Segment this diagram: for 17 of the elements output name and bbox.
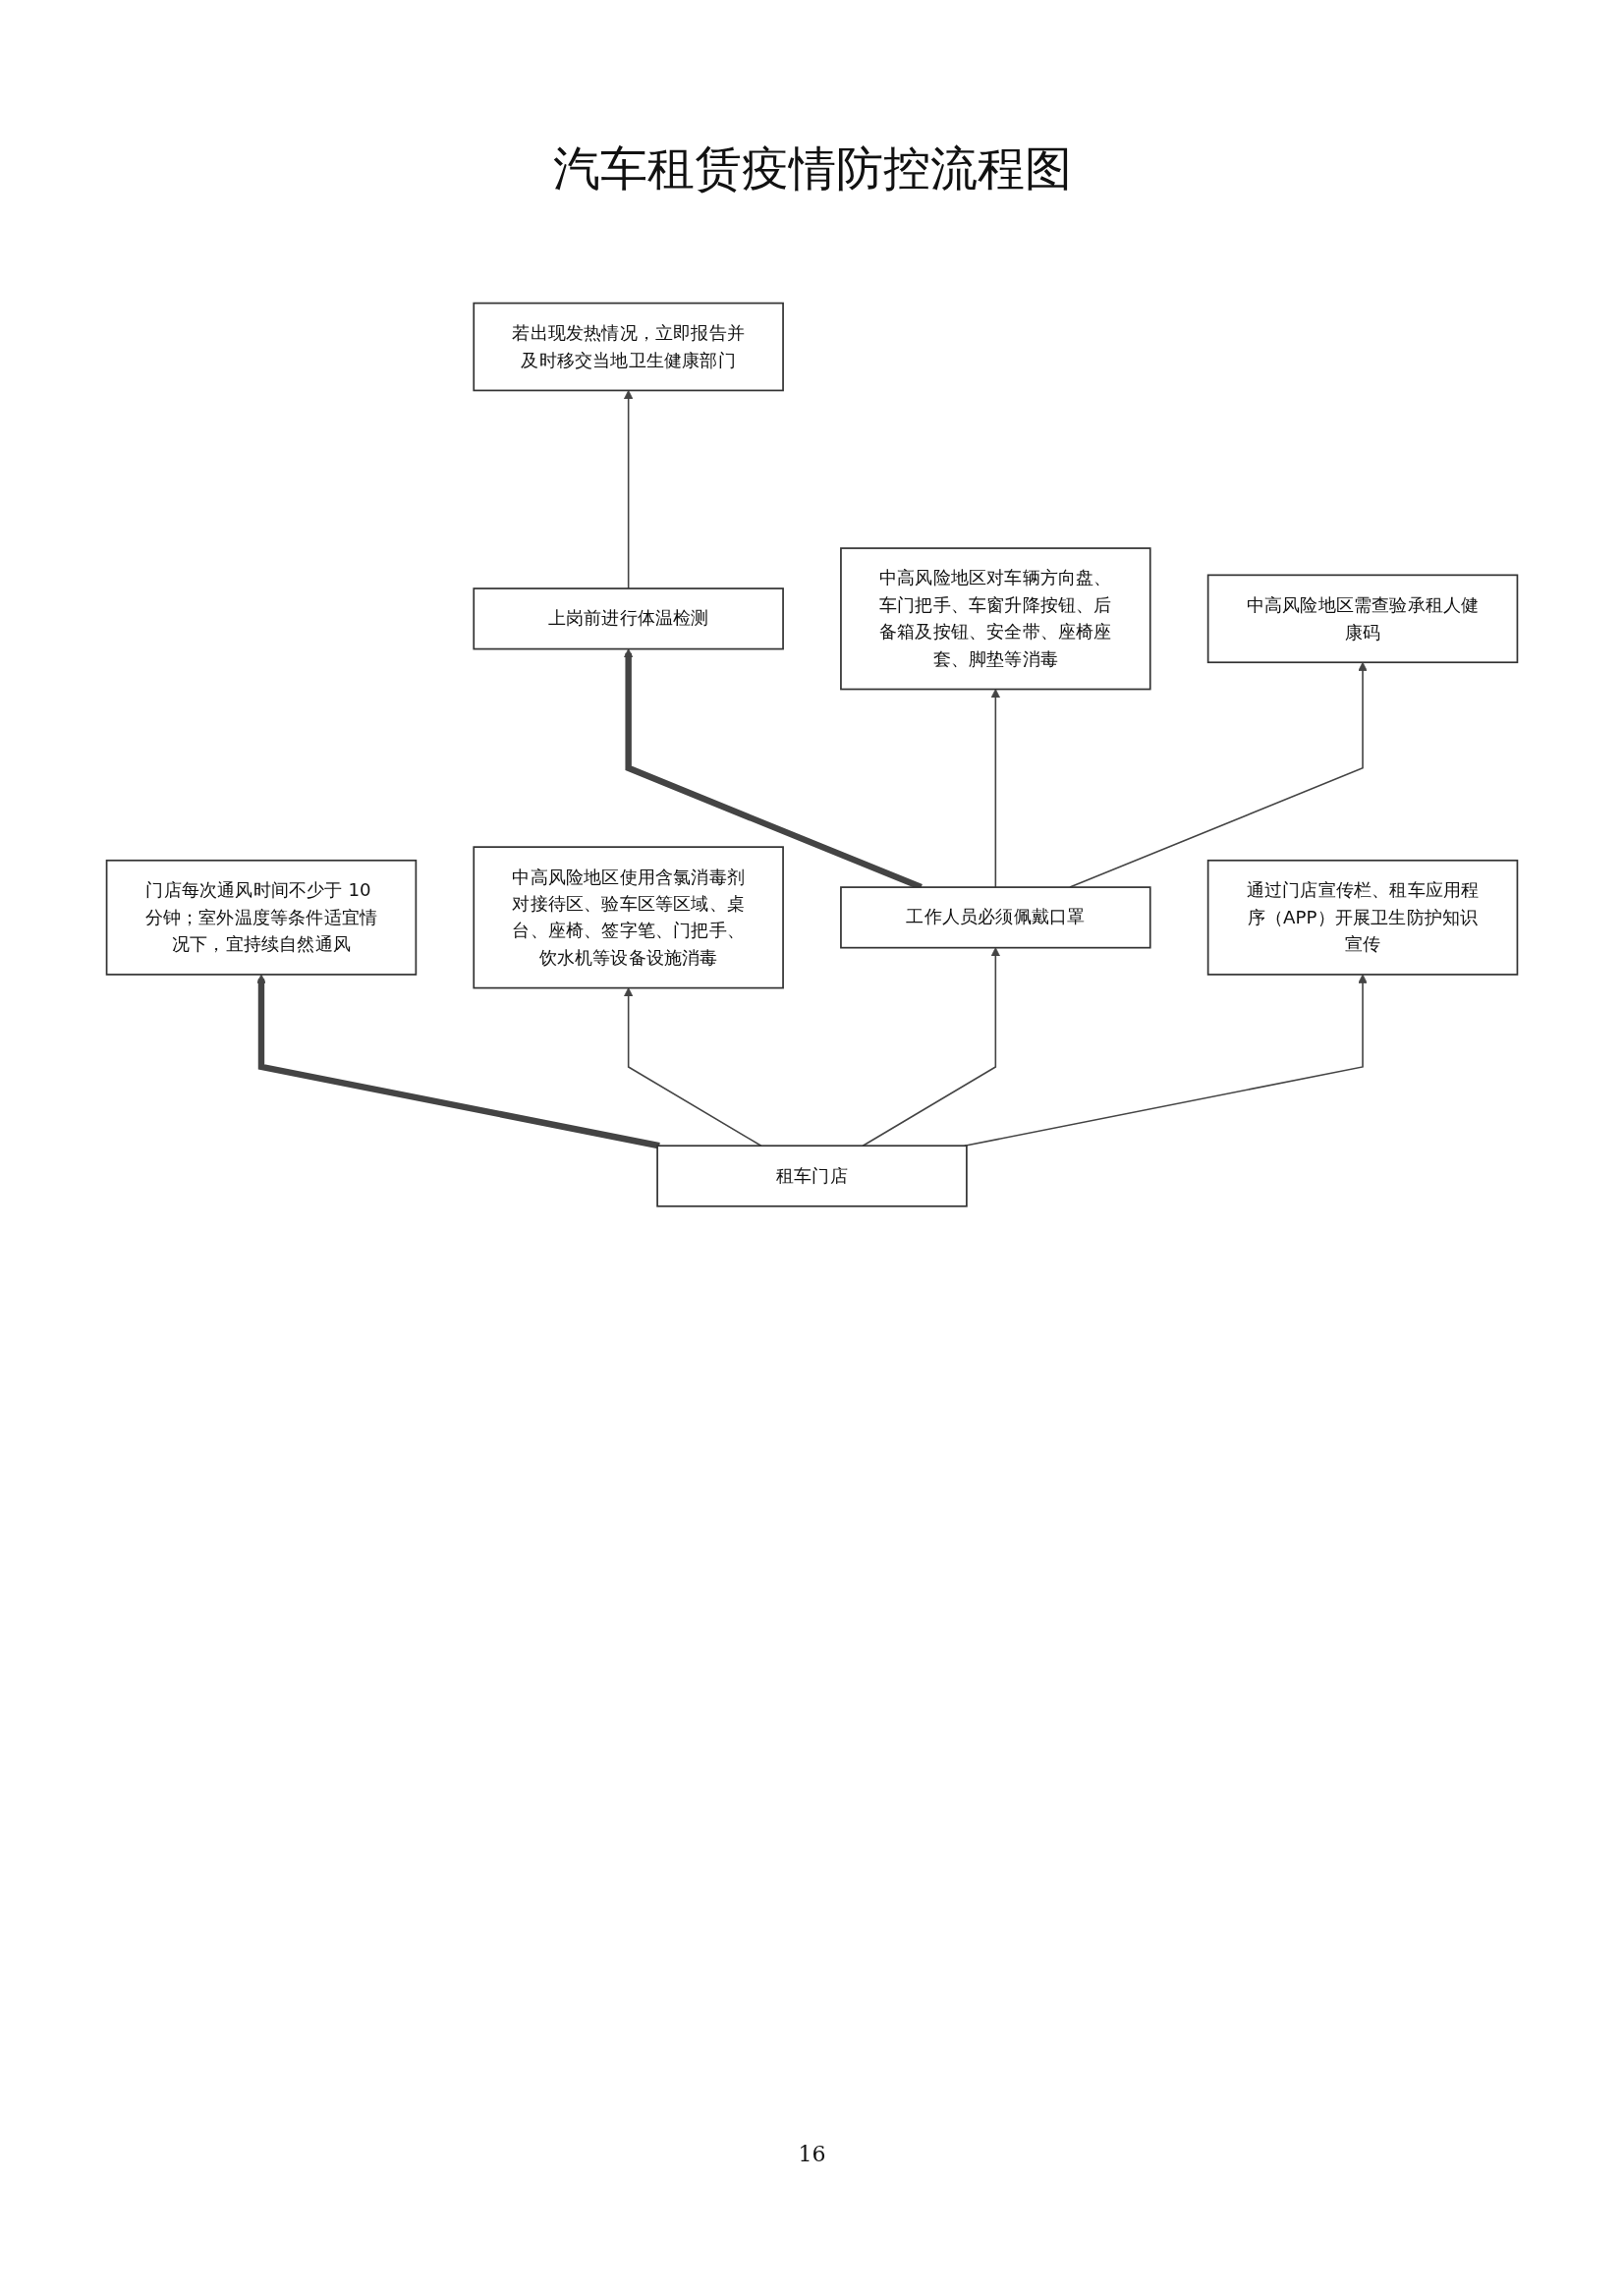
page-number: 16 xyxy=(798,2142,826,2166)
node-box: 若出现发热情况，立即报告并及时移交当地卫生健康部门 xyxy=(473,302,784,392)
node-box: 中高风险地区对车辆方向盘、车门把手、车窗升降按钮、后备箱及按钮、安全带、座椅座套、脚垫等消毒 xyxy=(840,547,1151,691)
arrow xyxy=(623,987,762,1148)
node-box: 门店每次通风时间不少于 10 分钟；室外温度等条件适宜情况下，宜持续自然通风 xyxy=(105,859,418,976)
node-box: 通过门店宣传栏、租车应用程序（APP）开展卫生防护知识宣传 xyxy=(1206,859,1519,976)
arrow xyxy=(256,974,660,1149)
arrow xyxy=(990,689,1001,888)
arrow xyxy=(862,947,1001,1148)
diagram-title: 汽车租赁疫情防控流程图 xyxy=(552,140,1072,197)
node-box: 租车门店 xyxy=(656,1145,968,1207)
node-box: 工作人员必须佩戴口罩 xyxy=(840,886,1151,949)
node-box: 中高风险地区需查验承租人健康码 xyxy=(1206,574,1519,664)
arrow xyxy=(623,390,634,589)
arrow xyxy=(1069,661,1368,888)
node-box: 上岗前进行体温检测 xyxy=(473,588,784,650)
node-box: 中高风险地区使用含氯消毒剂对接待区、验车区等区域、桌台、座椅、签字笔、门把手、饮水机等设备设施消毒 xyxy=(473,846,784,989)
